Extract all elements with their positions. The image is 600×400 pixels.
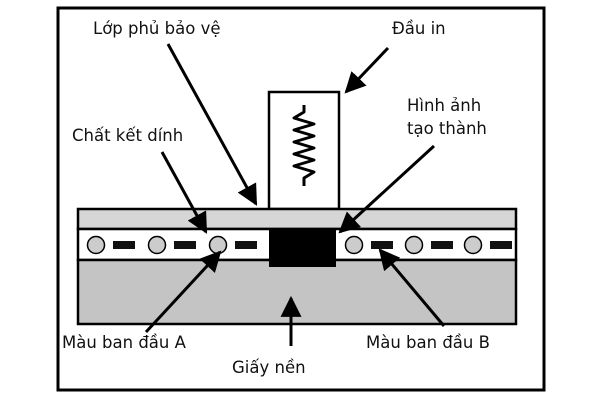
arrow-adhesive xyxy=(160,151,208,234)
circle-capsule-icon xyxy=(86,235,106,255)
bar-icon xyxy=(235,241,257,249)
base-paper-layer xyxy=(76,258,518,326)
circle-capsule-icon xyxy=(404,235,424,255)
circle-capsule-icon xyxy=(463,235,483,255)
arrow-dye-a xyxy=(144,250,222,334)
arrow-image-formed xyxy=(338,144,436,234)
zigzag-heater-icon xyxy=(292,105,316,186)
bar-icon xyxy=(431,241,453,249)
label-dye-a: Màu ban đầu A xyxy=(62,333,186,352)
label-dye-b: Màu ban đầu B xyxy=(366,333,490,352)
bar-icon xyxy=(490,241,512,249)
circle-capsule-icon xyxy=(344,235,364,255)
arrow-protective-layer xyxy=(166,43,258,206)
label-protective-layer: Lớp phủ bảo vệ xyxy=(93,19,221,38)
bar-icon xyxy=(174,241,196,249)
protective-layer xyxy=(76,207,518,231)
label-image-formed-line2: tạo thành xyxy=(407,119,487,138)
arrow-dye-b xyxy=(378,248,446,327)
label-print-head: Đầu in xyxy=(392,19,446,38)
circle-capsule-icon xyxy=(208,235,228,255)
label-base-paper: Giấy nền xyxy=(232,358,306,377)
bar-icon xyxy=(113,241,135,249)
arrow-print-head xyxy=(344,46,390,94)
bar-icon xyxy=(371,241,393,249)
label-image-formed-line1: Hình ảnh xyxy=(407,96,482,115)
formed-image-block-lower xyxy=(269,259,336,267)
circle-capsule-icon xyxy=(147,235,167,255)
label-adhesive: Chất kết dính xyxy=(72,126,184,145)
